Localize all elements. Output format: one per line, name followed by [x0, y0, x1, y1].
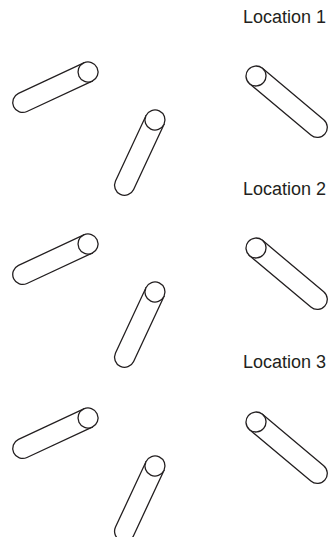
rod-end — [142, 453, 169, 480]
cylinder-rod — [242, 234, 330, 314]
rod-end — [242, 62, 270, 90]
cylinder-rod — [9, 231, 101, 288]
location-label: Location 3 — [243, 351, 326, 373]
cylinder-rod — [111, 107, 168, 199]
rod-end — [75, 59, 102, 86]
cylinder-rod — [111, 453, 168, 537]
location-label: Location 1 — [243, 6, 326, 28]
cylinder-rod — [9, 405, 101, 462]
rod-end — [242, 408, 270, 436]
rod-end — [142, 107, 169, 134]
cylinder-rod — [242, 62, 330, 142]
cylinder-rod — [242, 408, 330, 488]
cylinder-rod — [111, 279, 168, 371]
rod-end — [142, 279, 169, 306]
cylinder-rod — [9, 59, 101, 116]
rod-end — [242, 234, 270, 262]
location-label: Location 2 — [243, 178, 326, 200]
rod-end — [75, 231, 102, 258]
rod-end — [75, 405, 102, 432]
